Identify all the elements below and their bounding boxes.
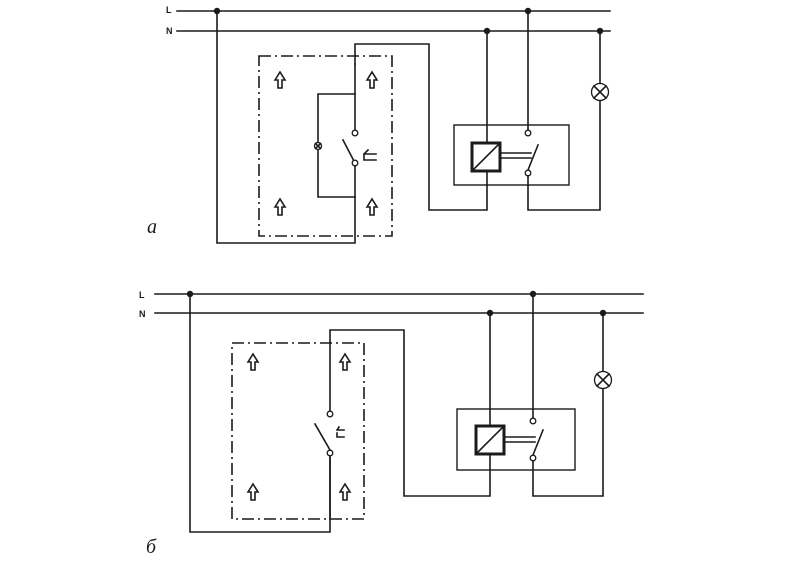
relay-coil-icon: [470, 141, 502, 173]
diagram-a: L N: [147, 5, 611, 244]
wire-switch-relay: [354, 43, 488, 211]
relay-contact-terminal: [524, 169, 532, 177]
relay-contact-terminal: [529, 417, 537, 425]
push-symbol-icon: [362, 148, 377, 161]
relay-contact-terminal: [524, 129, 532, 137]
wire-switch-relay: [329, 329, 491, 497]
relay-coil-diagonal: [472, 143, 500, 171]
contact-terminal: [351, 129, 359, 137]
lamp-cross: [595, 372, 611, 388]
label-l: L: [139, 290, 145, 300]
caption-b: б: [146, 536, 157, 558]
lamp-cross: [592, 84, 608, 100]
relay-switch-contact-icon: [526, 143, 540, 172]
junction-node: [483, 27, 491, 35]
push-symbol-icon: [335, 425, 345, 438]
relay-switch-contact-icon: [531, 428, 545, 457]
wire-indicator-loop: [317, 63, 356, 198]
indicator-cross: [314, 142, 322, 150]
contact-terminal: [351, 159, 359, 167]
switch-contact-icon: [313, 422, 332, 452]
up-arrow-icon: [365, 197, 379, 216]
caption-a: a: [147, 216, 157, 238]
wire-relay-lamp: [532, 388, 604, 497]
wire-feed: [189, 293, 331, 533]
up-arrow-icon: [246, 352, 260, 371]
label-l: L: [166, 5, 172, 15]
up-arrow-icon: [246, 482, 260, 501]
relay-contact-terminal: [529, 454, 537, 462]
label-n: N: [166, 26, 173, 36]
relay-block: [456, 408, 576, 471]
contact-terminal: [326, 410, 334, 418]
wire-relay-lamp: [527, 100, 601, 211]
up-arrow-icon: [273, 197, 287, 216]
label-n: N: [139, 309, 146, 319]
up-arrow-icon: [365, 70, 379, 89]
wire-feed: [216, 10, 356, 244]
contact-terminal: [326, 449, 334, 457]
switch-enclosure: [258, 55, 393, 237]
relay-block: [453, 124, 570, 186]
switch-enclosure: [231, 342, 365, 520]
relay-coil-diagonal: [476, 426, 504, 454]
up-arrow-icon: [338, 482, 352, 501]
switch-contact-icon: [341, 138, 357, 165]
diagram-b: L N: [139, 290, 644, 558]
up-arrow-icon: [273, 70, 287, 89]
up-arrow-icon: [338, 352, 352, 371]
